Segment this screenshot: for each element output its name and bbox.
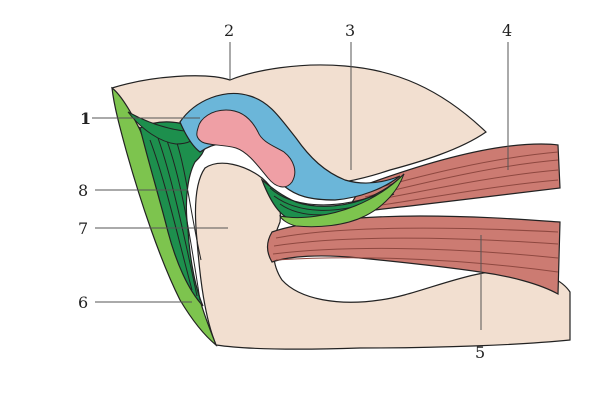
muscle-lower-fibers (272, 227, 559, 273)
label-7: 7 (78, 219, 88, 238)
posterior-capsule-lines (149, 137, 202, 301)
muscle-upper-head (343, 143, 561, 215)
leader-lines (92, 42, 509, 330)
synovial-pad (196, 109, 296, 188)
labels: 1 2 3 4 5 6 7 8 (78, 21, 512, 362)
label-2: 2 (224, 21, 234, 40)
anterior-ligament-tip (279, 173, 405, 228)
label-5: 5 (475, 343, 485, 362)
label-6: 6 (78, 293, 88, 312)
label-3: 3 (345, 21, 355, 40)
label-4: 4 (502, 21, 512, 40)
label-1: 1 (80, 109, 91, 128)
label-8: 8 (78, 181, 88, 200)
